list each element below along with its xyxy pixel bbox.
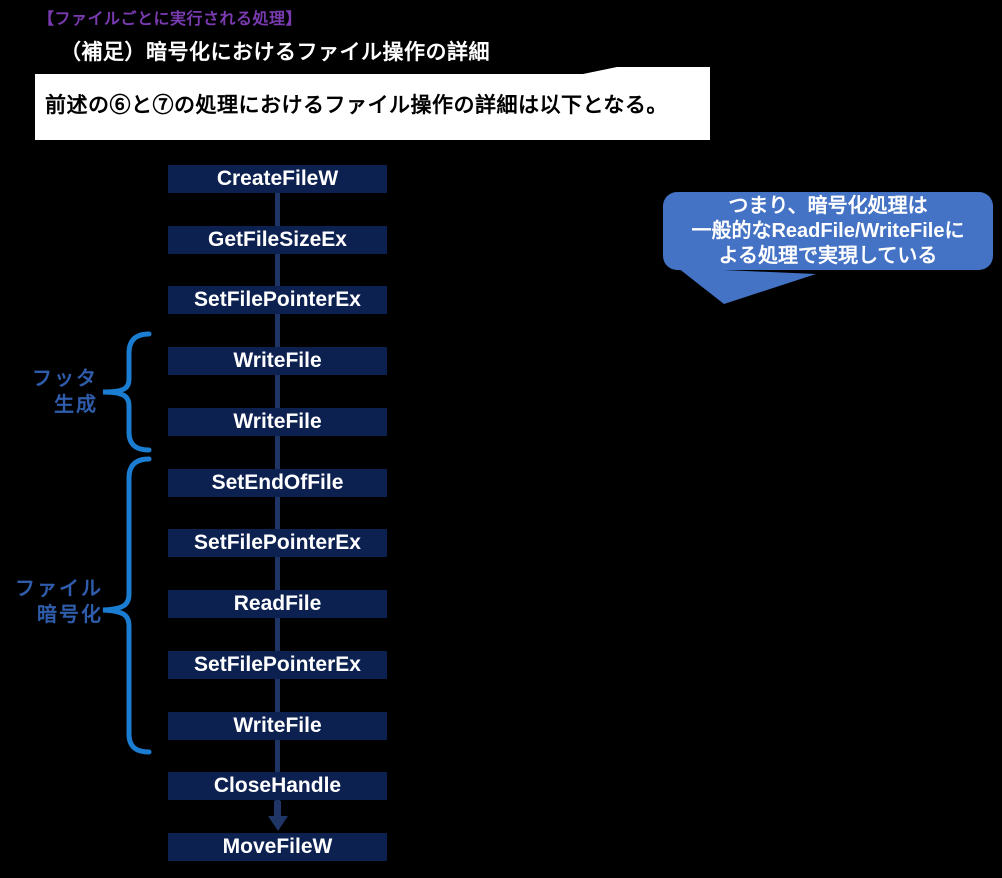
- flow-step-box: MoveFileW: [168, 833, 387, 861]
- page-title: （補足）暗号化におけるファイル操作の詳細: [60, 41, 490, 64]
- flow-step-box: SetFilePointerEx: [168, 651, 387, 679]
- flow-step-box: WriteFile: [168, 712, 387, 740]
- flow-step-box: CreateFileW: [168, 165, 387, 193]
- description-text: 前述の⑥と⑦の処理におけるファイル操作の詳細は以下となる。: [45, 93, 668, 117]
- callout-line: つまり、暗号化処理は: [728, 194, 928, 217]
- description-box: 前述の⑥と⑦の処理におけるファイル操作の詳細は以下となる。: [35, 67, 710, 140]
- group-label-line: 生成: [54, 394, 98, 416]
- brace-file-encryption: [102, 456, 152, 755]
- flow-step-box: SetFilePointerEx: [168, 286, 387, 314]
- group-label-file-encryption: ファイル 暗号化: [10, 576, 103, 628]
- flow-step-box: CloseHandle: [168, 772, 387, 800]
- flow-arrow-shaft: [274, 801, 281, 818]
- flow-step-box: GetFileSizeEx: [168, 226, 387, 254]
- callout-tail: [678, 268, 816, 304]
- flow-step-box: SetFilePointerEx: [168, 529, 387, 557]
- flow-step-box: SetEndOfFile: [168, 469, 387, 497]
- brace-footer-generation: [102, 331, 152, 453]
- group-label-footer-generation: フッタ 生成: [10, 366, 98, 418]
- callout-line: よる処理で実現している: [718, 244, 938, 267]
- callout-bubble: つまり、暗号化処理は 一般的なReadFile/WriteFileに よる処理で…: [663, 192, 993, 270]
- flow-step-box: WriteFile: [168, 408, 387, 436]
- section-tag: 【ファイルごとに実行される処理】: [38, 11, 303, 28]
- flow-arrowhead-icon: [268, 816, 288, 831]
- callout-line: 一般的なReadFile/WriteFileに: [691, 219, 965, 242]
- group-label-line: フッタ: [32, 368, 98, 390]
- group-label-line: ファイル: [15, 578, 103, 600]
- group-label-line: 暗号化: [37, 604, 103, 626]
- flow-step-box: WriteFile: [168, 347, 387, 375]
- flow-step-box: ReadFile: [168, 590, 387, 618]
